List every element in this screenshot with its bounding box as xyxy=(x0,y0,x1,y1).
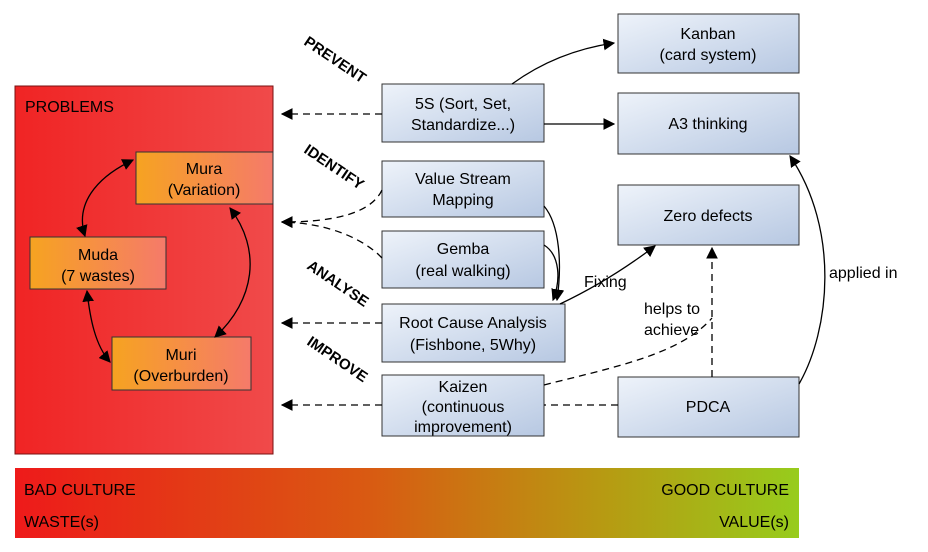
node-muda: Muda (7 wastes) xyxy=(29,236,167,290)
node-zero-defects: Zero defects xyxy=(617,184,800,246)
edge-gemba-problems xyxy=(280,216,383,259)
culture-good-label: GOOD CULTURE xyxy=(661,482,789,499)
node-kanban-line1: Kanban xyxy=(680,26,735,43)
node-muri: Muri (Overburden) xyxy=(111,336,252,391)
node-rca-line1: Root Cause Analysis xyxy=(399,315,547,332)
edge-mura-muda xyxy=(76,159,135,238)
node-gemba-line2: (real walking) xyxy=(415,263,510,280)
edge-muri-mura xyxy=(214,207,251,338)
node-muda-line2: (7 wastes) xyxy=(61,268,135,285)
node-kaizen-line1: Kaizen xyxy=(439,379,488,396)
edge-gemba-rca xyxy=(543,244,563,302)
edge-vsm-problems xyxy=(280,189,383,228)
node-pdca-line1: PDCA xyxy=(686,399,731,416)
node-5s: 5S (Sort, Set, Standardize...) xyxy=(381,83,545,143)
node-a3-thinking: A3 thinking xyxy=(617,92,800,155)
edge-rca-zero xyxy=(559,245,656,305)
node-gemba: Gemba (real walking) xyxy=(381,230,545,289)
culture-waste-label: WASTE(s) xyxy=(24,514,99,531)
node-kanban: Kanban (card system) xyxy=(617,13,800,74)
stage-identify: IDENTIFY xyxy=(301,141,367,193)
edge-muda-muri xyxy=(82,289,111,363)
stage-analyse: ANALYSE xyxy=(304,257,372,310)
node-muda-line1: Muda xyxy=(78,247,118,264)
node-kaizen-line3: improvement) xyxy=(414,419,512,436)
node-muri-line1: Muri xyxy=(165,347,196,364)
node-gemba-line1: Gemba xyxy=(437,241,490,258)
node-value-stream-mapping: Value Stream Mapping xyxy=(381,160,545,218)
node-kanban-line2: (card system) xyxy=(660,47,757,64)
problems-title: PROBLEMS xyxy=(25,99,114,116)
culture-bad-label: BAD CULTURE xyxy=(24,482,136,499)
edge-5s-kanban xyxy=(511,38,616,85)
edge-pdca-a3 xyxy=(789,155,826,385)
edge-label-fixing: Fixing xyxy=(584,274,627,291)
node-mura-line2: (Variation) xyxy=(168,182,241,199)
node-mura: Mura (Variation) xyxy=(135,151,274,205)
edge-label-applied-in: applied in xyxy=(829,265,898,282)
node-5s-line2: Standardize...) xyxy=(411,117,515,134)
stage-improve: IMPROVE xyxy=(304,333,371,386)
edge-kaizen-helps xyxy=(543,317,713,386)
edge-label-helps-line2: achieve xyxy=(644,322,699,339)
node-kaizen-line2: (continuous xyxy=(422,399,505,416)
stage-prevent: PREVENT xyxy=(301,33,369,87)
node-pdca: PDCA xyxy=(617,376,800,438)
node-muri-line2: (Overburden) xyxy=(133,368,228,385)
node-mura-line1: Mura xyxy=(186,161,223,178)
node-root-cause-analysis: Root Cause Analysis (Fishbone, 5Why) xyxy=(381,303,566,363)
node-zero-defects-line1: Zero defects xyxy=(664,208,753,225)
node-vsm-line1: Value Stream xyxy=(415,171,511,188)
culture-bar: BAD CULTURE GOOD CULTURE WASTE(s) VALUE(… xyxy=(15,468,799,538)
node-vsm-line2: Mapping xyxy=(432,192,493,209)
edge-label-helps-line1: helps to xyxy=(644,301,700,318)
node-kaizen: Kaizen (continuous improvement) xyxy=(381,374,545,437)
node-a3-line1: A3 thinking xyxy=(668,116,747,133)
culture-value-label: VALUE(s) xyxy=(719,514,789,531)
node-rca-line2: (Fishbone, 5Why) xyxy=(410,337,536,354)
node-5s-line1: 5S (Sort, Set, xyxy=(415,96,511,113)
